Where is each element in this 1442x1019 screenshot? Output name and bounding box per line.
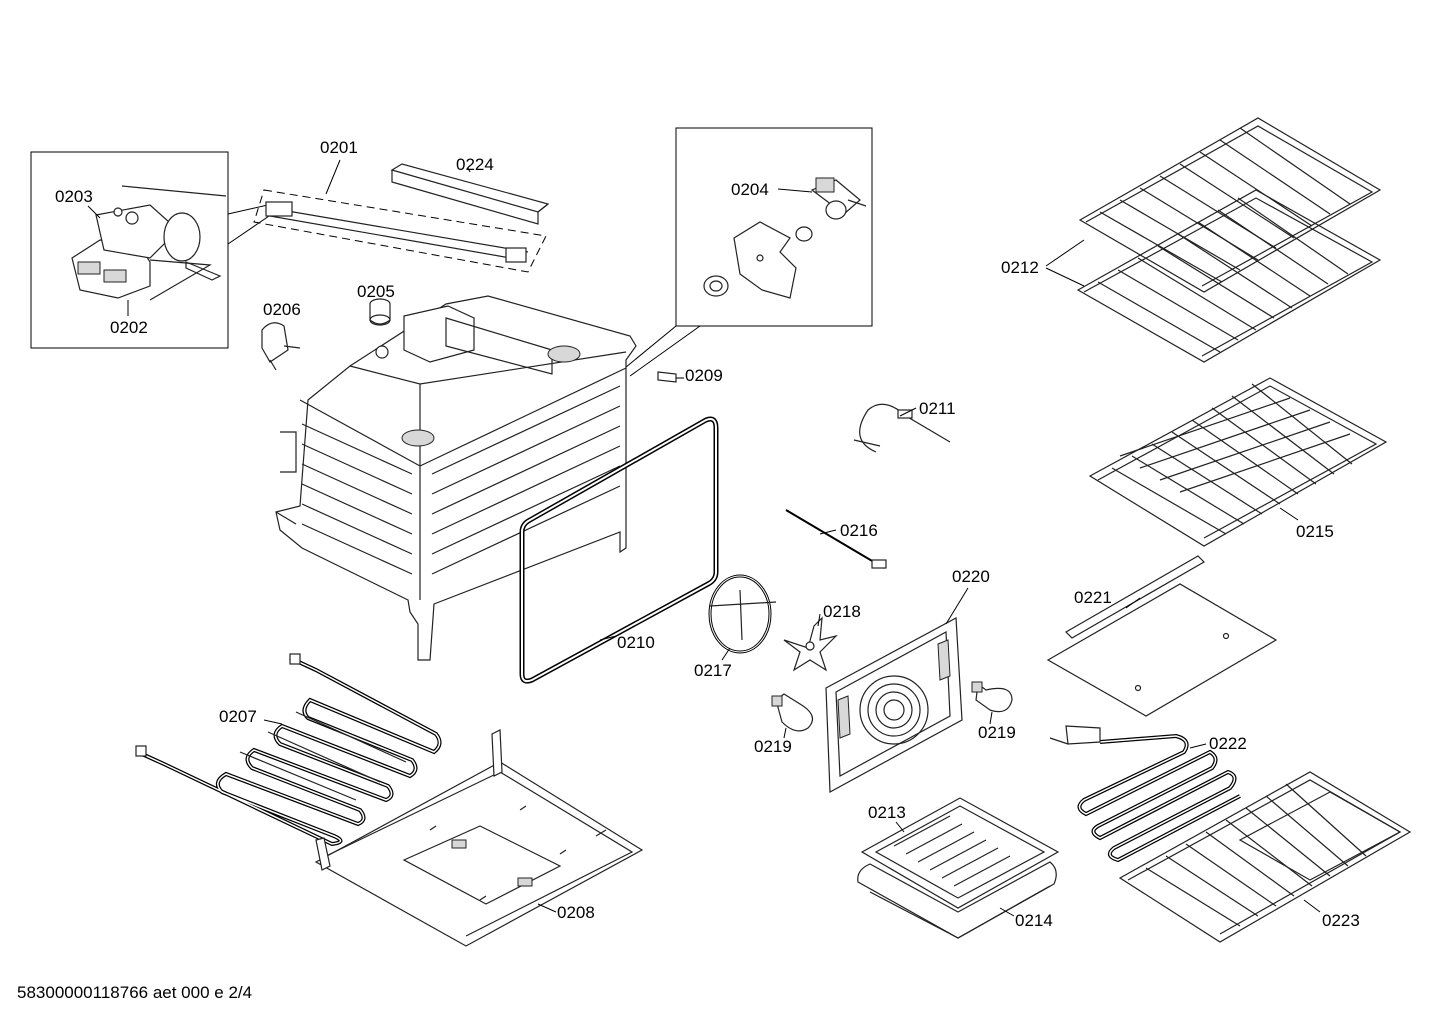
part-0219-lamp-left (771, 693, 814, 732)
part-0205-cap (369, 298, 391, 326)
part-0207-heater (135, 653, 442, 847)
label-0213: 0213 (868, 803, 906, 822)
label-0214: 0214 (1015, 911, 1053, 930)
inset-box-motor (30, 151, 273, 349)
part-0213-grid (860, 797, 1060, 909)
part-0206-clip (261, 322, 301, 371)
label-0205: 0205 (357, 282, 395, 301)
part-0214-pan (857, 861, 1057, 939)
part-0210-gasket (519, 416, 719, 684)
inset-box-thermostat (619, 127, 873, 377)
label-0209: 0209 (685, 366, 723, 385)
label-0219-right: 0219 (978, 723, 1016, 742)
label-0211: 0211 (919, 399, 956, 418)
label-0208: 0208 (557, 903, 595, 922)
part-0217-ring-element (708, 574, 777, 654)
part-0218-fan (783, 616, 838, 672)
part-0221-tray (1046, 555, 1278, 717)
label-0223: 0223 (1322, 911, 1360, 930)
label-0217: 0217 (694, 661, 732, 680)
label-0220: 0220 (952, 567, 990, 586)
part-0222-heater (1049, 725, 1241, 863)
label-0224: 0224 (456, 155, 494, 174)
label-0206: 0206 (263, 300, 301, 319)
part-0204-thermostat (703, 177, 867, 299)
label-0221: 0221 (1074, 588, 1112, 607)
label-0201: 0201 (320, 138, 358, 157)
label-0219-left: 0219 (754, 737, 792, 756)
label-0218: 0218 (823, 602, 861, 621)
part-0208-floor (314, 729, 644, 947)
part-0220-fan-cover (825, 617, 963, 793)
footer-document-code: 58300000118766 aet 000 e 2/4 (17, 983, 252, 1002)
label-0222: 0222 (1209, 734, 1247, 753)
part-0209-pin (657, 371, 684, 383)
label-0210: 0210 (617, 633, 655, 652)
label-0207: 0207 (219, 707, 257, 726)
label-0203: 0203 (55, 187, 93, 206)
part-0224-bar (390, 163, 550, 225)
part-0212-racks (1076, 117, 1382, 363)
label-0202: 0202 (110, 318, 148, 337)
part-0223-rack (1118, 771, 1412, 943)
part-oven-cavity (275, 295, 637, 661)
part-0202-motor (71, 185, 227, 301)
label-0204: 0204 (731, 180, 769, 199)
part-0215-rack (1088, 377, 1388, 547)
part-0219-lamp-right (971, 681, 1013, 713)
label-0216: 0216 (840, 521, 878, 540)
label-0215: 0215 (1296, 522, 1334, 541)
part-0216-rod (785, 509, 887, 569)
label-0212: 0212 (1001, 258, 1039, 277)
part-0201-rail (253, 189, 547, 273)
